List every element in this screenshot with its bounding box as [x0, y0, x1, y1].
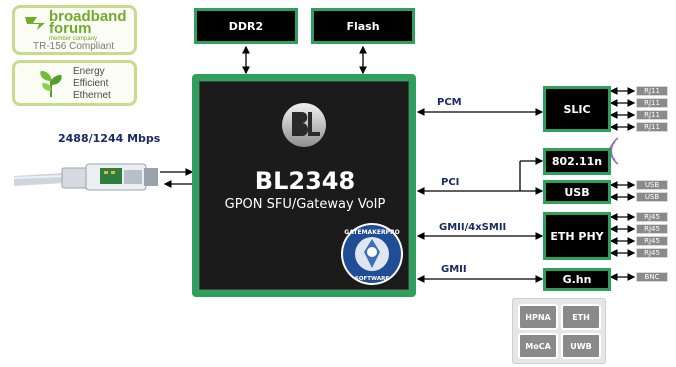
moca-option: MoCA	[518, 333, 558, 359]
rj45-port: RJ45	[636, 212, 668, 222]
flash-label: Flash	[346, 19, 380, 33]
wifi-block: 802.11n	[543, 148, 611, 175]
bl-logo-icon	[278, 102, 330, 148]
uwb-option: UWB	[561, 333, 601, 359]
broadband-text: broadband	[49, 8, 127, 25]
slic-label: SLIC	[563, 102, 591, 116]
forum-text: forum	[49, 20, 92, 37]
rj11-port: RJ11	[636, 110, 668, 120]
eth-phy-label: ETH PHY	[550, 229, 604, 243]
rj45-port: RJ45	[636, 224, 668, 234]
rj45-port: RJ45	[636, 248, 668, 258]
eth-phy-block: ETH PHY	[543, 212, 611, 260]
member-company-text: member company	[49, 36, 98, 42]
ghn-block: G.hn	[543, 268, 611, 291]
energy-text: Energy	[73, 66, 105, 77]
bl2348-chip: BL2348 GPON SFU/Gateway VoIP GATEMAKERPR…	[192, 74, 416, 297]
ddr2-block: DDR2	[194, 8, 298, 44]
eth-option: ETH	[561, 304, 601, 330]
ghn-label: G.hn	[562, 273, 592, 286]
usb-block: USB	[543, 180, 611, 204]
gatemakerpro-seal-icon: GATEMAKERPRO SOFTWARE	[340, 222, 404, 286]
rj11-port: RJ11	[636, 86, 668, 96]
gmii-label: GMII	[441, 264, 467, 275]
wifi-label: 802.11n	[551, 155, 603, 168]
chip-core: BL2348 GPON SFU/Gateway VoIP GATEMAKERPR…	[199, 81, 409, 290]
broadband-forum-badge: broadband forum member company TR-156 Co…	[12, 5, 137, 55]
chip-name: BL2348	[254, 167, 356, 195]
ddr2-label: DDR2	[228, 19, 264, 33]
usb-port: USB	[636, 180, 668, 190]
slic-block: SLIC	[543, 86, 611, 132]
pci-label: PCI	[441, 177, 460, 188]
tr156-compliant-text: TR-156 Compliant	[33, 41, 115, 52]
leaf-icon	[37, 69, 65, 99]
svg-text:GATEMAKERPRO: GATEMAKERPRO	[344, 229, 399, 236]
flash-block: Flash	[311, 8, 415, 44]
ethernet-text: Ethernet	[73, 90, 111, 101]
gmii-4xsmii-label: GMII/4xSMII	[439, 222, 507, 233]
alternative-phy-panel: HPNA ETH MoCA UWB	[512, 298, 606, 364]
svg-text:SOFTWARE: SOFTWARE	[355, 276, 389, 282]
bnc-port: BNC	[636, 272, 668, 282]
sfp-module-icon	[13, 158, 160, 198]
rj11-port: RJ11	[636, 122, 668, 132]
rj45-port: RJ45	[636, 236, 668, 246]
usb-label: USB	[564, 185, 590, 199]
hpna-option: HPNA	[518, 304, 558, 330]
usb-port: USB	[636, 192, 668, 202]
rj11-port: RJ11	[636, 98, 668, 108]
energy-efficient-ethernet-badge: Energy Efficient Ethernet	[12, 60, 137, 106]
optical-speed-label: 2488/1244 Mbps	[58, 132, 161, 145]
pcm-label: PCM	[437, 97, 462, 108]
efficient-text: Efficient	[73, 78, 109, 89]
broadband-forum-logo-icon	[23, 14, 47, 32]
chip-subtitle: GPON SFU/Gateway VoIP	[224, 197, 386, 212]
